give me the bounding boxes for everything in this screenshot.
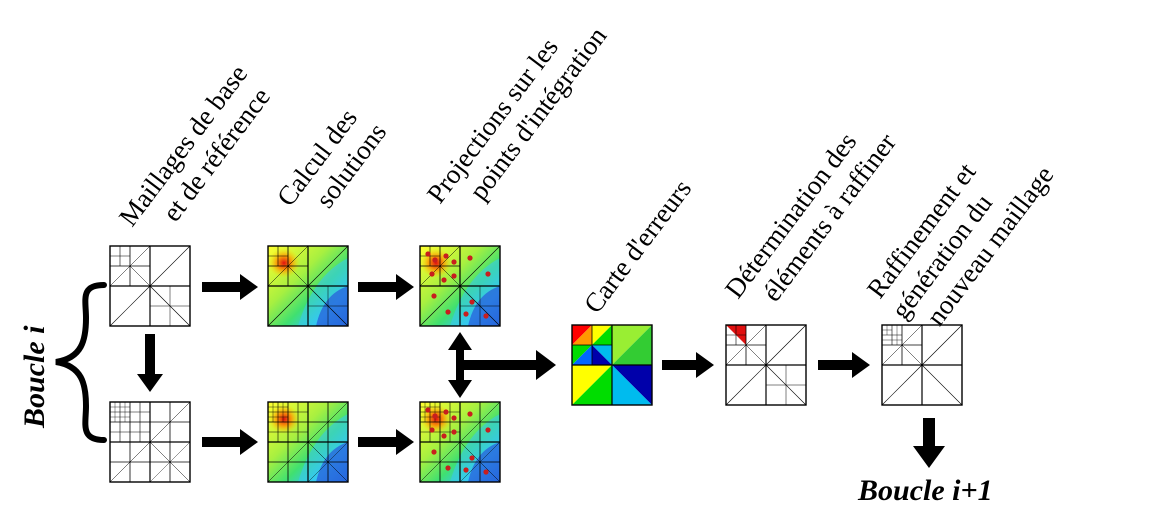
- base-solution-panel: [267, 245, 349, 327]
- arrow-up-down-icon: [448, 332, 472, 398]
- label-error-map: Carte d'erreurs: [578, 174, 697, 319]
- label-solve: Calcul des solutions: [271, 103, 392, 213]
- arrow-right-icon: [202, 274, 258, 300]
- label-projection: Projections sur les points d'intégration: [421, 21, 613, 209]
- base-projection-panel: [419, 245, 501, 327]
- integration-points-bottom: [425, 407, 491, 475]
- arrow-right-icon: [358, 429, 414, 455]
- loop-next-label: Boucle i+1: [857, 474, 993, 507]
- arrow-right-icon: [464, 350, 556, 380]
- label-meshes: Maillages de base et de référence: [113, 59, 276, 232]
- label-error-map-line-1: Carte d'erreurs: [578, 174, 697, 319]
- integration-points-top: [425, 251, 491, 319]
- arrow-right-icon: [202, 429, 258, 455]
- reference-solution-panel: [267, 401, 349, 483]
- loop-current-label: Boucle i: [18, 325, 51, 429]
- arrow-down-icon: [137, 334, 163, 392]
- marked-mesh-panel: [725, 324, 807, 406]
- arrow-right-icon: [662, 352, 714, 378]
- base-mesh-panel: [109, 245, 191, 327]
- reference-projection-panel: [419, 401, 501, 483]
- error-map-panel: [571, 324, 653, 406]
- curly-brace-icon: [55, 282, 107, 443]
- arrow-down-icon: [913, 418, 945, 468]
- arrow-right-icon: [358, 274, 414, 300]
- arrow-right-icon: [818, 352, 870, 378]
- refined-mesh-panel: [881, 324, 963, 406]
- reference-mesh-panel: [109, 401, 191, 483]
